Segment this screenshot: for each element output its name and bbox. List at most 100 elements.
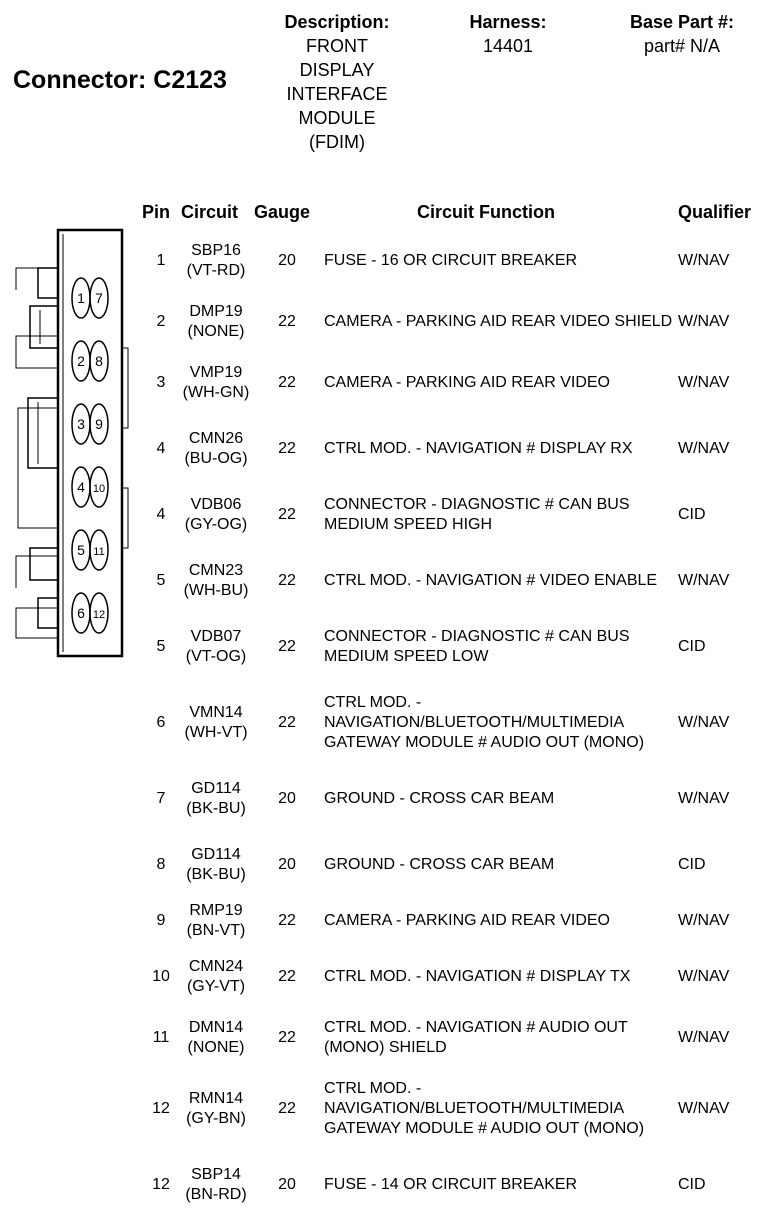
circuit-cell: VMP19 (WH-GN) (182, 364, 250, 401)
circuit-function-cell: GROUND - CROSS CAR BEAM (324, 790, 555, 807)
circuit-function-cell: FUSE - 14 OR CIRCUIT BREAKER (324, 1176, 578, 1193)
circuit-function-cell: CAMERA - PARKING AID REAR VIDEO (324, 374, 610, 391)
pin-cell: 2 (156, 313, 166, 330)
gauge-cell: 22 (278, 638, 296, 655)
qualifier-cell: CID (678, 1176, 706, 1193)
gauge-cell: 22 (278, 1029, 296, 1046)
gauge-cell: 22 (278, 506, 296, 523)
pin-cavity (89, 529, 109, 571)
pin-cell: 10 (152, 968, 170, 985)
qualifier-cell: CID (678, 638, 706, 655)
circuit-cell: SBP14 (BN-RD) (185, 1166, 247, 1203)
circuit-function-cell: CONNECTOR - DIAGNOSTIC # CAN BUS MEDIUM … (324, 496, 630, 533)
circuit-cell: VDB07 (VT-OG) (185, 628, 247, 665)
qualifier-cell: W/NAV (678, 1029, 730, 1046)
pin-cell: 5 (156, 572, 166, 589)
description-label: Description: (284, 12, 390, 32)
circuit-function-cell: CTRL MOD. - NAVIGATION # DISPLAY TX (324, 968, 631, 985)
pin-number-label: 5 (77, 542, 85, 558)
column-header-circuit-function: Circuit Function (417, 202, 555, 222)
circuit-cell: RMP19 (BN-VT) (186, 902, 246, 939)
pin-number-label: 11 (93, 546, 104, 558)
description-block: Description: FRONT DISPLAY INTERFACE MOD… (272, 10, 402, 154)
gauge-cell: 22 (278, 572, 296, 589)
gauge-cell: 20 (278, 1176, 296, 1193)
pin-cell: 12 (152, 1176, 170, 1193)
table-row: 12 SBP14 (BN-RD) 20 FUSE - 14 OR CIRCUIT BR… (0, 1152, 778, 1218)
pin-cell: 3 (156, 374, 166, 391)
gauge-cell: 22 (278, 313, 296, 330)
pin-cell: 11 (152, 1029, 170, 1046)
circuit-function-cell: FUSE - 16 OR CIRCUIT BREAKER (324, 252, 578, 269)
qualifier-cell: W/NAV (678, 968, 730, 985)
base-part-block: Base Part #: part# N/A (612, 10, 752, 58)
pin-cavity (89, 277, 109, 319)
circuit-function-cell: CAMERA - PARKING AID REAR VIDEO (324, 912, 610, 929)
pin-cell: 4 (156, 440, 166, 457)
circuit-cell: DMN14 (NONE) (187, 1019, 245, 1056)
pin-number-label: 12 (93, 609, 105, 621)
qualifier-cell: W/NAV (678, 252, 730, 269)
circuit-cell: CMN24 (GY-VT) (186, 958, 246, 995)
pin-number-label: 4 (77, 479, 85, 495)
circuit-cell: VMN14 (WH-VT) (184, 704, 248, 741)
column-header-qualifier: Qualifier (678, 202, 752, 222)
pin-cell: 8 (156, 856, 166, 873)
qualifier-cell: CID (678, 856, 706, 873)
circuit-function-cell: CTRL MOD. - NAVIGATION/BLUETOOTH/MULTIME… (324, 694, 645, 751)
gauge-cell: 20 (278, 252, 296, 269)
pin-cell: 4 (156, 506, 166, 523)
harness-value: 14401 (482, 36, 534, 56)
pin-number-label: 3 (77, 416, 85, 432)
qualifier-cell: CID (678, 506, 706, 523)
qualifier-cell: W/NAV (678, 790, 730, 807)
circuit-cell: DMP19 (NONE) (187, 303, 245, 340)
circuit-cell: CMN26 (BU-OG) (184, 430, 248, 467)
gauge-cell: 22 (278, 440, 296, 457)
qualifier-cell: W/NAV (678, 440, 730, 457)
qualifier-cell: W/NAV (678, 572, 730, 589)
table-row: 2 DMP19 (NONE) 22 CAMERA - PARKING AID REAR… (0, 294, 778, 350)
circuit-function-cell: CAMERA - PARKING AID REAR VIDEO SHIELD (324, 313, 673, 330)
circuit-cell: GD114 (BK-BU) (186, 780, 246, 817)
circuit-cell: RMN14 (GY-BN) (186, 1090, 246, 1127)
qualifier-cell: W/NAV (678, 912, 730, 929)
pin-cavity (89, 340, 109, 382)
gauge-cell: 20 (278, 856, 296, 873)
base-part-label: Base Part #: (629, 12, 735, 32)
pin-number-label: 7 (95, 290, 103, 306)
pin-number-label: 8 (95, 353, 103, 369)
pin-number-label: 10 (93, 483, 105, 495)
pin-cavity (89, 403, 109, 445)
pin-cell: 6 (156, 714, 166, 731)
circuit-function-cell: GROUND - CROSS CAR BEAM (324, 856, 555, 873)
gauge-cell: 22 (278, 968, 296, 985)
column-header-circuit: Circuit (181, 202, 239, 222)
qualifier-cell: W/NAV (678, 374, 730, 391)
circuit-function-cell: CTRL MOD. - NAVIGATION # AUDIO OUT (MONO… (324, 1019, 628, 1056)
circuit-cell: VDB06 (GY-OG) (184, 496, 248, 533)
circuit-cell: CMN23 (WH-BU) (183, 562, 249, 599)
pin-cavity (89, 592, 109, 634)
base-part-value: part# N/A (643, 36, 721, 56)
harness-label: Harness: (469, 12, 547, 32)
table-row: 11 DMN14 (NONE) 22 CTRL MOD. - NAVIGATION #… (0, 1010, 778, 1066)
pin-cavity (89, 466, 109, 508)
circuit-function-cell: CONNECTOR - DIAGNOSTIC # CAN BUS MEDIUM … (324, 628, 630, 665)
harness-block: Harness: 14401 (452, 10, 564, 58)
table-row: 4 CMN26 (BU-OG) 22 CTRL MOD. - NAVIGATION #… (0, 416, 778, 482)
table-row: 10 CMN24 (GY-VT) 22 CTRL MOD. - NAVIGATION … (0, 944, 778, 1010)
pin-cell: 12 (152, 1100, 170, 1117)
gauge-cell: 22 (278, 374, 296, 391)
pin-cell: 7 (156, 790, 166, 807)
circuit-function-cell: CTRL MOD. - NAVIGATION # DISPLAY RX (324, 440, 633, 457)
pin-number-label: 1 (77, 290, 85, 306)
